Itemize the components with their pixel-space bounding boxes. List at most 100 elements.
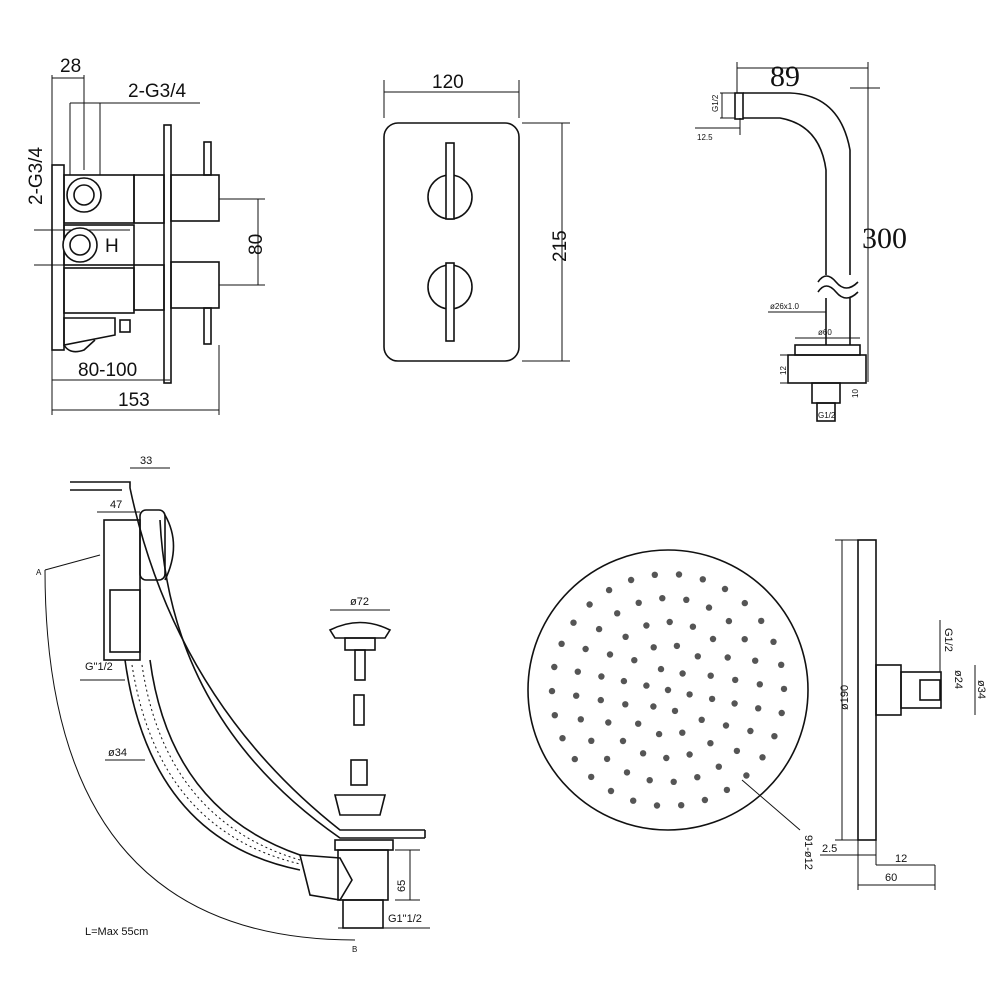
nozzle-hole [741,636,748,643]
nozzle-hole [664,686,672,694]
nozzle-hole [614,610,621,617]
shower-arm-view: 89 G1/2 12.5 300 ø26x1.0 ø60 12 10 G [695,60,907,422]
nozzle-hole [721,585,729,593]
nozzle-hole [709,635,717,643]
nozzle-hole [551,712,558,719]
bath-waste-view: 33 47 G"1/2 ø34 A B L=Max 55cm ø72 65 G1… [36,455,430,954]
dim-12-5: 12.5 [697,133,713,142]
nozzle-hole [622,633,629,640]
dim-12: 12 [895,853,907,865]
nozzle-hole [574,668,581,675]
nozzle-hole [631,657,638,664]
nozzle-hole [597,696,604,704]
nozzle-hole [639,750,647,757]
dim-plug: ø72 [350,596,369,608]
nozzle-hole [577,716,584,723]
dim-120: 120 [432,72,464,93]
dim-89: 89 [770,60,800,93]
nozzle-hole [643,622,650,629]
nozzle-hole [646,777,653,784]
nozzle-hole [701,796,709,804]
mark-a: A [36,568,42,577]
nozzle-hole [759,754,766,761]
dim-outlet-thread: G1/2 [818,411,836,420]
dim-thread: G"1/2 [85,661,113,673]
nozzle-hole [675,571,683,578]
dim-47: 47 [110,499,122,511]
nozzle-hole [559,735,566,742]
nozzle-hole [747,727,754,735]
nozzle-hole [699,576,706,583]
nozzle-hole [686,751,693,758]
dim-34: ø34 [975,680,987,699]
dim-inlet-top: 2-G3/4 [128,81,187,102]
dim-thread: G1/2 [942,628,954,652]
dim-flange: ø60 [818,328,832,337]
dim-inlet-side: 2-G3/4 [26,146,47,205]
nozzle-hole [780,685,788,693]
dim-inlet-thread: G1/2 [711,94,720,112]
nozzle-hole [655,730,663,738]
nozzle-hole [679,729,686,736]
nozzle-hole [741,599,748,607]
nozzle-hole [752,657,759,664]
nozzle-hole [778,661,785,668]
nozzle-hole [598,673,605,680]
nozzle-hole [651,571,658,578]
dim-153: 153 [118,390,150,411]
nozzle-hole [678,802,685,809]
nozzle-hole [573,692,580,699]
nozzle-hole [588,737,595,744]
nozzle-hole [622,701,629,708]
dim-outlet: G1"1/2 [388,913,422,925]
nozzle-hole [605,586,613,594]
nozzle-hole [588,773,595,781]
dim-flange-10: 10 [851,389,860,398]
nozzle-hole [635,599,642,606]
nozzle-hole [770,638,777,645]
nozzle-hole [758,617,765,625]
mark-b: B [352,945,357,954]
nozzle-hole [705,604,713,611]
nozzle-hole [733,747,741,755]
dim-33: 33 [140,455,152,467]
nozzle-hole [595,625,603,633]
dim-2-5: 2.5 [822,843,837,855]
nozzle-hole [582,645,589,653]
nozzle-hole [683,596,690,603]
nozzle-hole [722,722,730,729]
nozzle-hole [605,719,612,726]
nozzle-hole [715,763,722,770]
nozzle-hole [670,778,677,785]
nozzle-hole [551,663,558,671]
nozzle-hole [558,640,565,647]
dim-28: 28 [60,56,81,77]
nozzle-hole [679,670,686,677]
nozzle-hole [671,707,679,715]
nozzle-hole [778,709,785,717]
nozzle-hole [723,786,731,794]
nozzle-hole [771,733,778,740]
nozzle-hole [708,695,716,703]
dim-80-100: 80-100 [78,360,137,381]
nozzle-hole [635,720,642,727]
nozzle-hole [694,653,701,660]
dim-hose: ø34 [108,747,127,759]
nozzle-hole [707,740,714,747]
dim-60: 60 [885,872,897,884]
nozzle-hole [743,772,750,779]
nozzle-hole [653,802,661,809]
nozzle-hole [606,651,614,658]
nozzle-hole [627,576,635,584]
nozzle-hole [698,716,705,723]
dim-215: 215 [550,230,571,262]
dim-300: 300 [862,222,907,255]
nozzle-hole [643,682,650,689]
holes-label: 91-ø12 [802,835,814,870]
dim-80: 80 [246,234,267,255]
dim-diameter: ø190 [839,685,851,710]
nozzle-hole [755,705,762,712]
dim-24: ø24 [952,670,964,689]
nozzle-pattern [548,571,788,809]
nozzle-hole [650,703,657,710]
